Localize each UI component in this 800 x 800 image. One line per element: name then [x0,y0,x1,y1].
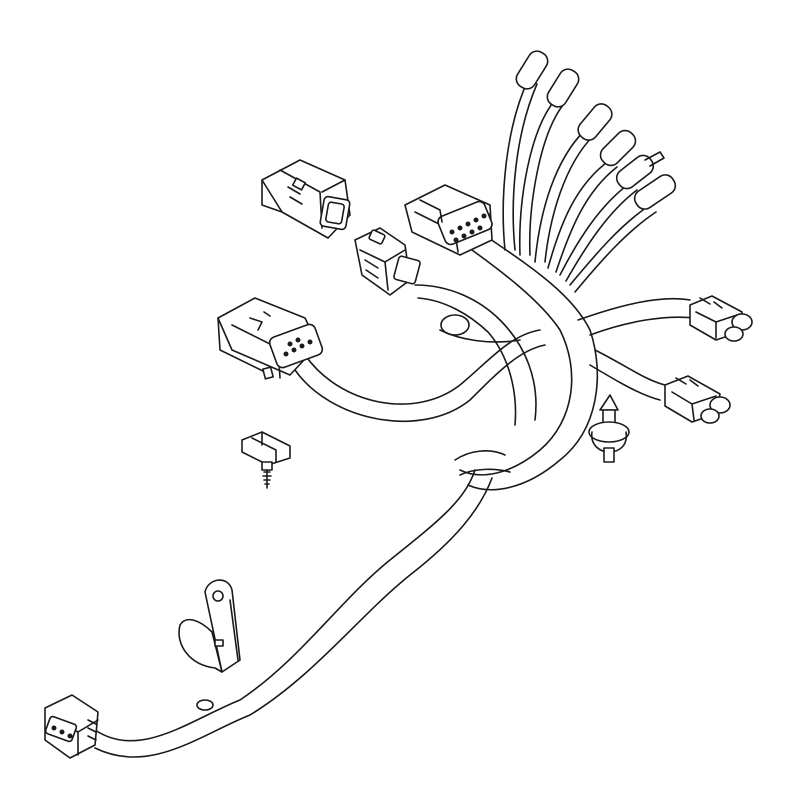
sensor-lead-bundle [502,50,677,293]
edge-clip-fastener [241,431,291,489]
medium-connector-4pin [354,227,421,296]
small-connector-2way-upper [689,295,753,342]
sensor-lead-3 [534,103,613,263]
small-connector-2way-lower [664,375,731,424]
sensor-lead-2 [518,68,580,256]
push-pin-clip [588,394,630,463]
wire-harness [94,231,696,758]
sensor-lead-1 [502,50,549,251]
sensor-lead-4 [547,129,637,273]
mating-plug [261,159,351,239]
large-12pin-connector [404,184,493,256]
sensor-lead-5 [559,151,665,282]
mounting-bracket [178,579,241,673]
medium-6pin-connector [217,297,324,380]
end-connector-3pin [44,694,99,759]
pin-row [449,213,487,243]
sensor-lead-6 [569,174,677,293]
